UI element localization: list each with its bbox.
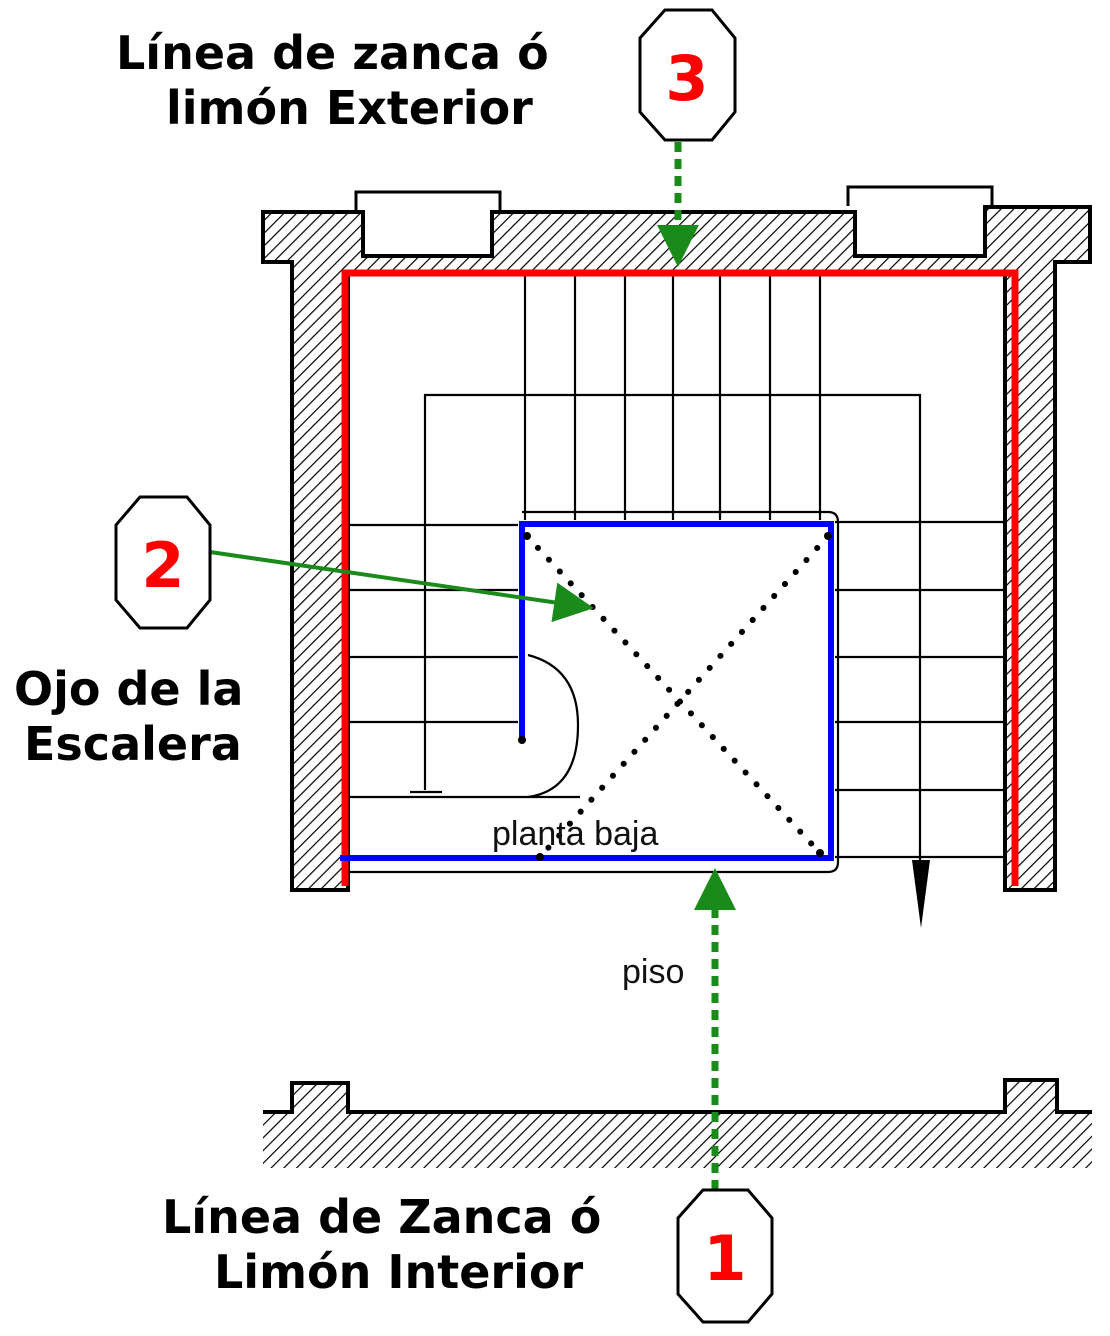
badge-2-number: 2: [141, 529, 184, 602]
inner-stringer-line: [340, 521, 834, 861]
inner-line-label-2: Limón Interior: [214, 1245, 584, 1300]
ground-floor-label: planta baja: [492, 815, 658, 853]
outer-line-label-1: Línea de zanca ó: [116, 26, 549, 80]
inner-line-label: Línea de Zanca ó Limón Interior: [162, 1190, 601, 1300]
badge-1-number: 1: [703, 1222, 746, 1295]
window-right: [846, 185, 994, 206]
badge-3: 3: [638, 8, 737, 142]
floor-label: piso: [622, 953, 684, 991]
badge-3-number: 3: [665, 42, 708, 115]
eye-diagonals: [524, 533, 831, 860]
walls: [261, 185, 1092, 1168]
stair-eye-label-1: Ojo de la: [14, 662, 244, 716]
inner-line-label-1: Línea de Zanca ó: [162, 1190, 602, 1244]
outer-line-label: Línea de zanca ó limón Exterior: [116, 26, 549, 136]
down-arrow-icon: [912, 860, 930, 928]
stair-eye-label-2: Escalera: [24, 717, 242, 772]
stair-eye-label: Ojo de la Escalera: [14, 662, 243, 772]
arrow-2: [209, 550, 594, 623]
bottom-wall-edge: [263, 1078, 1092, 1114]
badge-1: 1: [676, 1188, 774, 1324]
stair-steps: [348, 272, 1005, 874]
outer-line-label-2: limón Exterior: [166, 81, 533, 136]
outer-stringer-line: [341, 269, 1019, 886]
top-wall: [261, 205, 1092, 892]
badge-2: 2: [114, 495, 212, 630]
bottom-wall: [263, 1080, 1092, 1168]
window-left: [354, 190, 502, 212]
